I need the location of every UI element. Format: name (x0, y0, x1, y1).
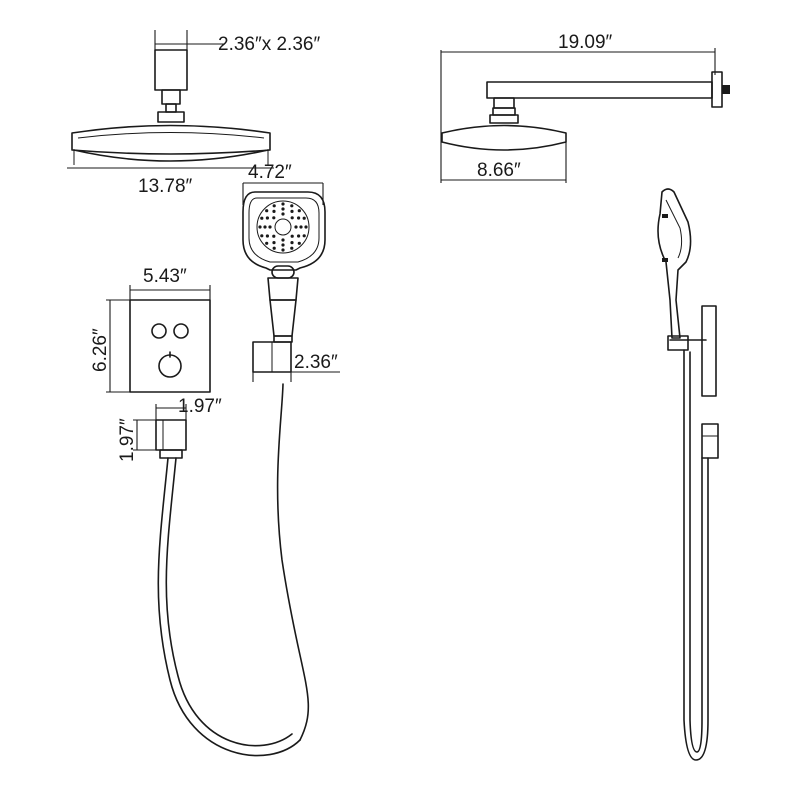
spray-nozzles (258, 202, 308, 252)
side-ball-joint (489, 114, 519, 124)
wall-pipe (722, 85, 730, 94)
temperature-knob (158, 354, 182, 378)
spray-nozzle-dot (272, 216, 276, 220)
shower-arm (486, 81, 713, 99)
spray-nozzle-dot (297, 234, 301, 238)
valve-plate (106, 285, 211, 393)
spray-nozzle-dot (260, 234, 264, 238)
handheld-shower-front (242, 182, 340, 741)
arm-length-label: 19.09″ (558, 32, 613, 53)
side-handheld-head (657, 188, 692, 339)
side-connector (493, 97, 515, 109)
spray-nozzle-dot (281, 248, 285, 252)
spray-nozzle-dot (265, 241, 269, 245)
spray-nozzle-dot (304, 225, 308, 229)
rain-head-side-view (440, 48, 730, 183)
side-wall-plate (701, 305, 717, 397)
elbow-plate (155, 419, 187, 451)
spray-nozzle-dot (281, 212, 285, 216)
spray-nozzle-dot (263, 225, 267, 229)
spray-nozzle-dot (265, 216, 269, 220)
head-top-edge (77, 132, 265, 139)
spray-nozzle-dot (281, 202, 285, 206)
spray-nozzle-dot (297, 209, 301, 213)
spray-nozzle-dot (290, 204, 294, 208)
spray-nozzle-dot (281, 207, 285, 211)
wall-elbow (133, 404, 301, 757)
spray-nozzle-dot (290, 234, 294, 238)
spray-nozzle-dot (265, 234, 269, 238)
spray-nozzle-dot (281, 243, 285, 247)
handheld-head-outline (242, 191, 326, 271)
elbow-height-label: 1.97″ (117, 418, 138, 462)
spray-nozzle-dot (272, 246, 276, 250)
arm-connector (161, 89, 181, 105)
spray-nozzle-dot (299, 225, 303, 229)
holder-size-label: 2.36″ (294, 352, 338, 373)
handheld-side-view (657, 188, 719, 761)
handheld-width-label: 4.72″ (248, 162, 292, 183)
spray-nozzle-dot (272, 204, 276, 208)
spray-nozzle-dot (265, 209, 269, 213)
valve-height-label: 6.26″ (90, 328, 111, 372)
wall-flange (711, 71, 723, 108)
spray-nozzle-dot (290, 246, 294, 250)
spray-nozzle-dot (290, 241, 294, 245)
head-diameter-front-label: 13.78″ (138, 176, 193, 197)
head-plate (71, 124, 271, 155)
spray-nozzle-dot (294, 225, 298, 229)
spray-nozzle-dot (302, 216, 306, 220)
spray-nozzle-dot (272, 241, 276, 245)
rain-head-front-view (67, 30, 274, 169)
handheld-spray-face (256, 200, 310, 254)
spray-nozzle-dot (297, 241, 301, 245)
head-bottom-curve (73, 149, 269, 162)
side-holder-bracket (667, 335, 689, 351)
ball-joint (157, 111, 185, 123)
hose (157, 457, 301, 757)
arm-square-label: 2.36″x 2.36″ (218, 34, 320, 55)
side-head-plate (441, 124, 567, 151)
control-button-left (151, 323, 167, 339)
valve-trim (129, 299, 211, 393)
mode-button (271, 265, 295, 279)
valve-width-label: 5.43″ (143, 266, 187, 287)
side-elbow (701, 423, 719, 459)
spray-nozzle-dot (260, 216, 264, 220)
spray-nozzle-dot (272, 234, 276, 238)
spray-nozzle-dot (290, 209, 294, 213)
spray-nozzle-dot (268, 225, 272, 229)
control-button-right (173, 323, 189, 339)
spray-nozzle-dot (272, 209, 276, 213)
handheld-handle (269, 299, 297, 337)
wall-arm-square (154, 49, 188, 91)
spray-nozzle-dot (258, 225, 262, 229)
elbow-width-label: 1.97″ (178, 396, 222, 417)
head-diameter-side-label: 8.66″ (477, 160, 521, 181)
arm-neck (165, 103, 177, 113)
spray-nozzle-dot (290, 216, 294, 220)
spray-nozzle-dot (281, 238, 285, 242)
spray-nozzle-dot (297, 216, 301, 220)
elbow-outlet (159, 449, 183, 459)
spray-nozzle-dot (302, 234, 306, 238)
handheld-neck (267, 277, 299, 301)
side-hose (683, 349, 709, 761)
